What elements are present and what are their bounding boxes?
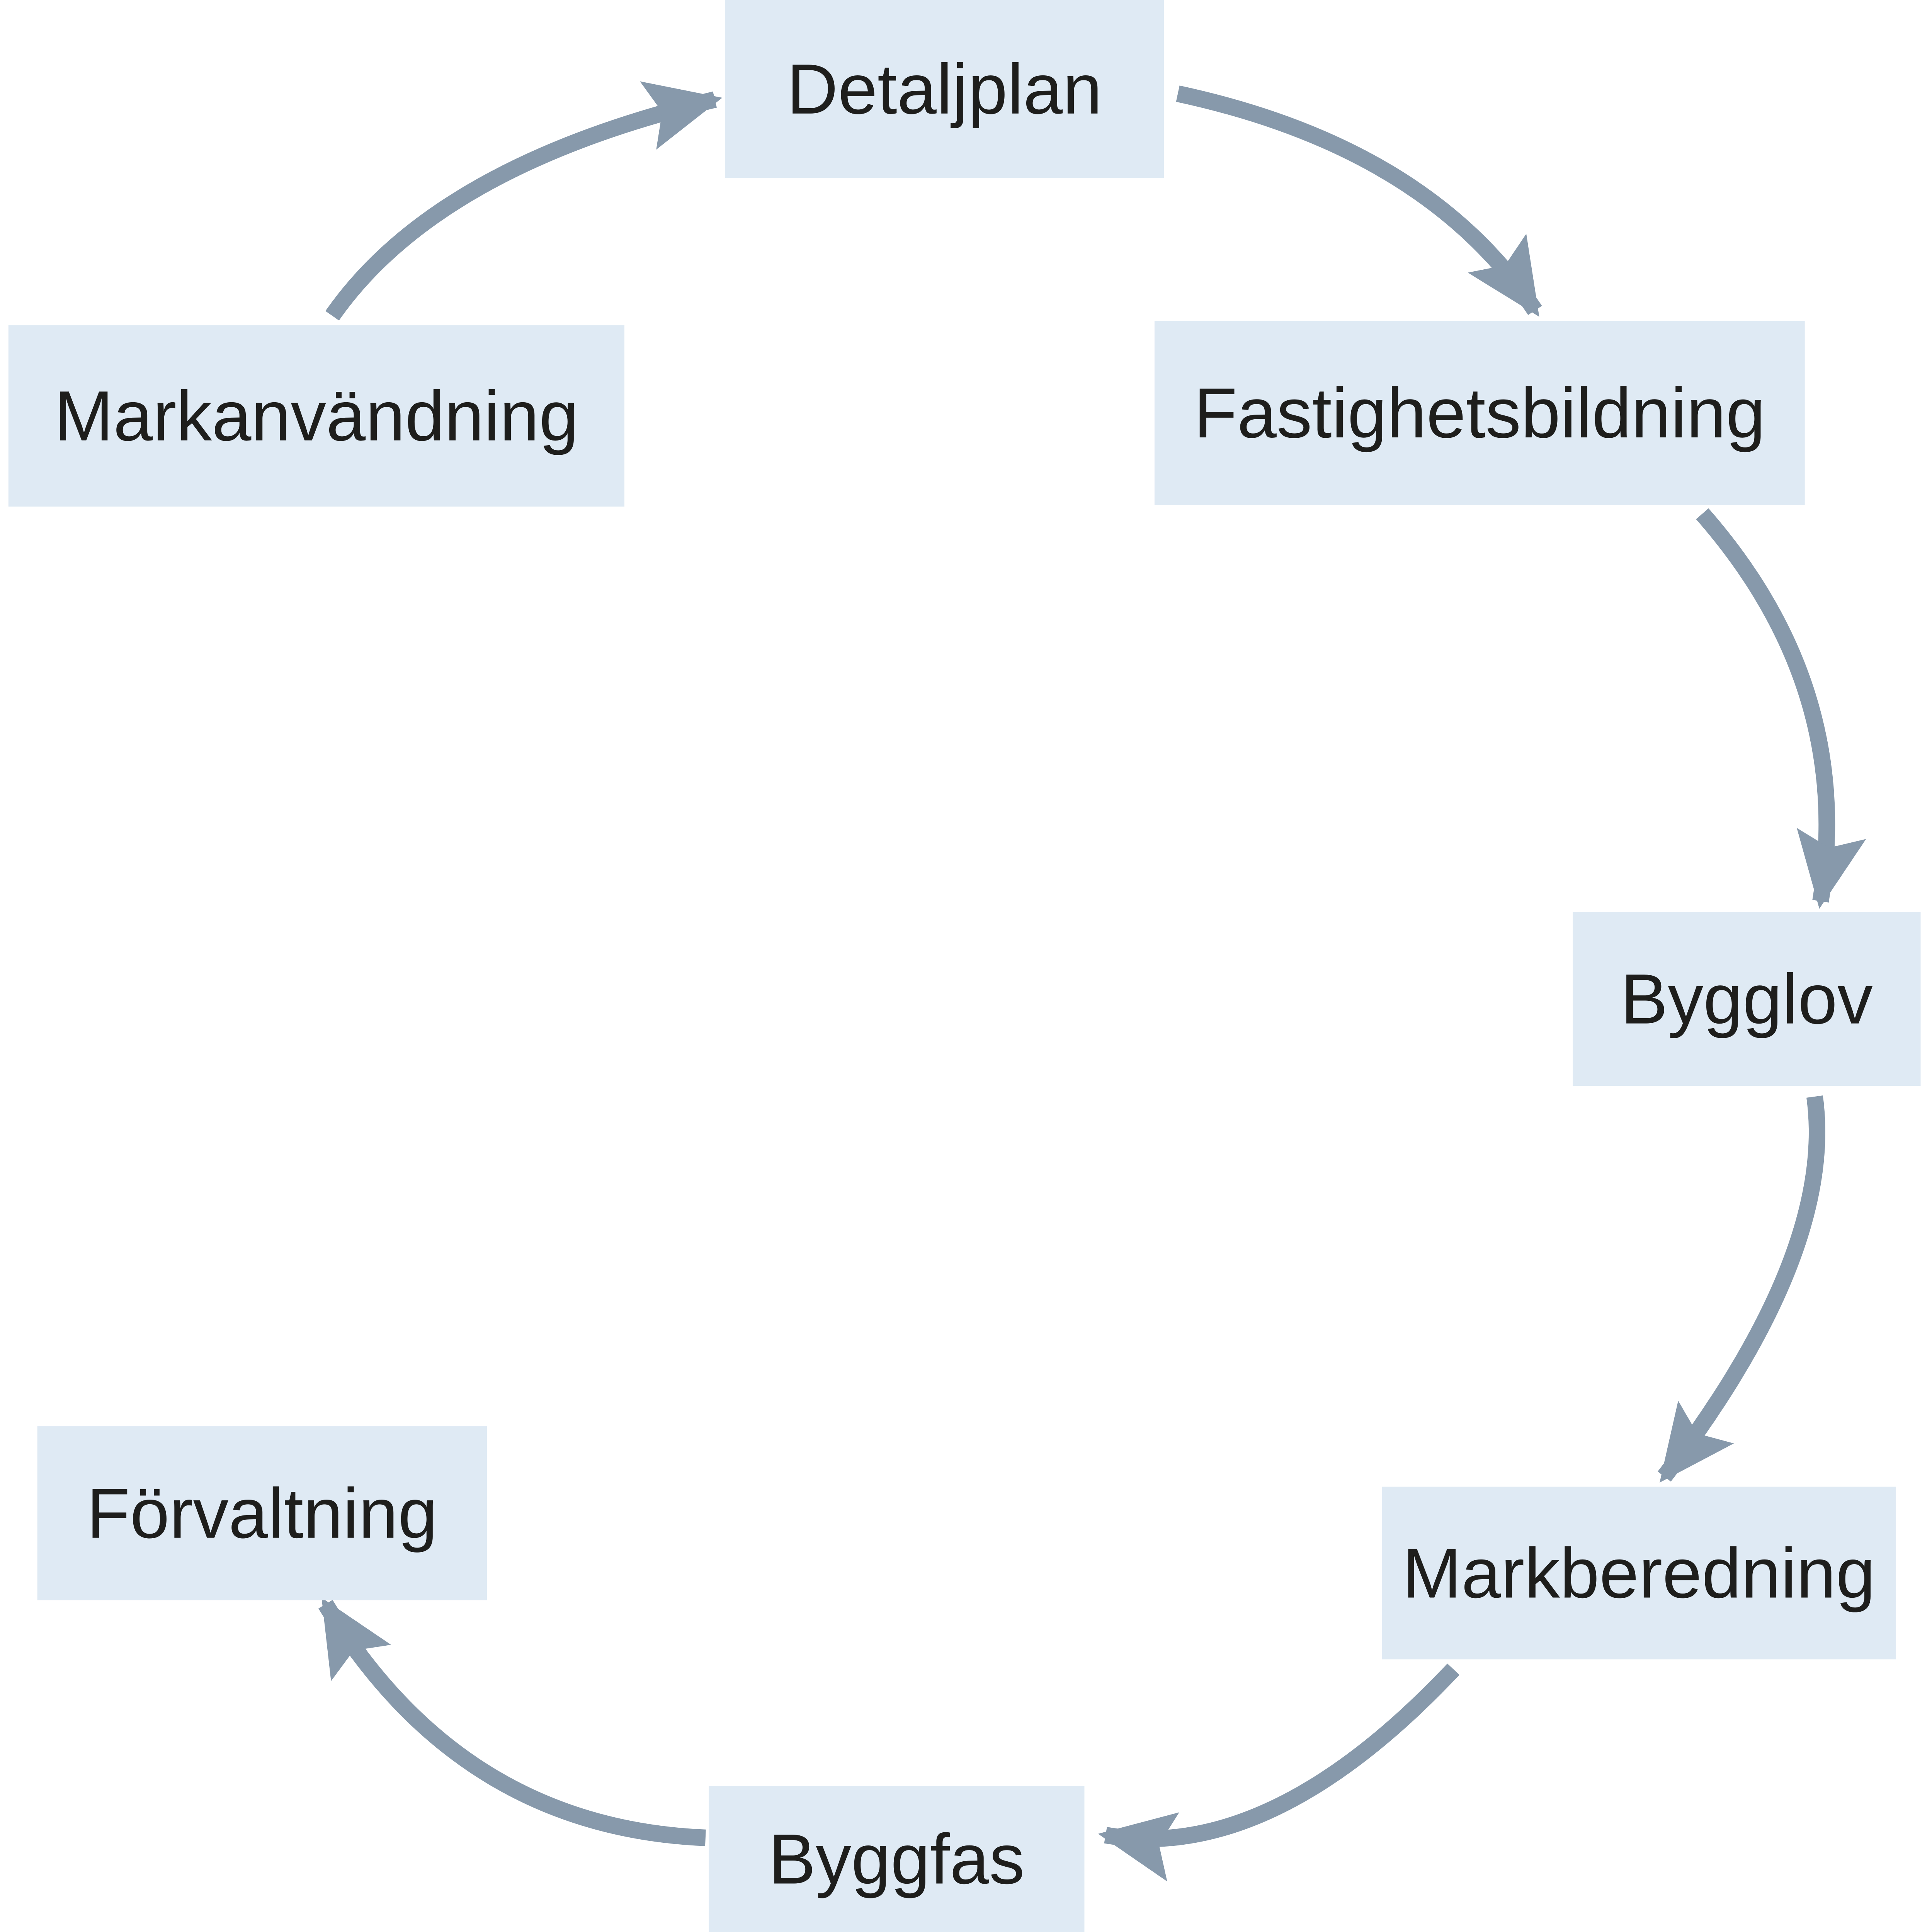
node-detaljplan: Detaljplan <box>725 0 1164 178</box>
node-box-bygglov <box>1573 912 1921 1086</box>
node-byggfas: Byggfas <box>709 1786 1085 1932</box>
node-box-markberedning <box>1382 1486 1896 1660</box>
node-fastighetsbildning: Fastighetsbildning <box>1154 321 1805 505</box>
node-box-markanvandning <box>8 325 624 507</box>
node-markanvandning: Markanvändning <box>8 325 624 507</box>
arrow-markanvandning-to-detaljplan <box>325 81 723 321</box>
node-label-bygglov: Bygglov <box>1621 959 1873 1039</box>
nodes-layer: DetaljplanFastighetsbildningBygglovMarkb… <box>8 0 1921 1932</box>
node-label-markberedning: Markberedning <box>1402 1533 1875 1612</box>
node-markberedning: Markberedning <box>1382 1486 1896 1660</box>
arrow-fastighetsbildning-to-bygglov <box>1696 508 1866 909</box>
node-label-detaljplan: Detaljplan <box>787 49 1102 129</box>
node-label-byggfas: Byggfas <box>769 1819 1025 1898</box>
node-label-fastighetsbildning: Fastighetsbildning <box>1194 373 1765 452</box>
node-forvaltning: Förvaltning <box>37 1426 487 1600</box>
arrow-bygglov-to-markberedning <box>1658 1095 1825 1483</box>
arrow-markberedning-to-byggfas <box>1098 1663 1460 1882</box>
node-bygglov: Bygglov <box>1573 912 1921 1086</box>
node-label-markanvandning: Markanvändning <box>54 376 579 456</box>
arrow-byggfas-to-forvaltning <box>318 1597 706 1846</box>
node-box-forvaltning <box>37 1426 487 1600</box>
node-box-byggfas <box>709 1786 1085 1932</box>
node-box-fastighetsbildning <box>1154 321 1805 505</box>
arrows-layer <box>318 81 1866 1882</box>
node-label-forvaltning: Förvaltning <box>87 1474 437 1553</box>
arrow-detaljplan-to-fastighetsbildning <box>1176 85 1542 317</box>
node-box-detaljplan <box>725 0 1164 178</box>
